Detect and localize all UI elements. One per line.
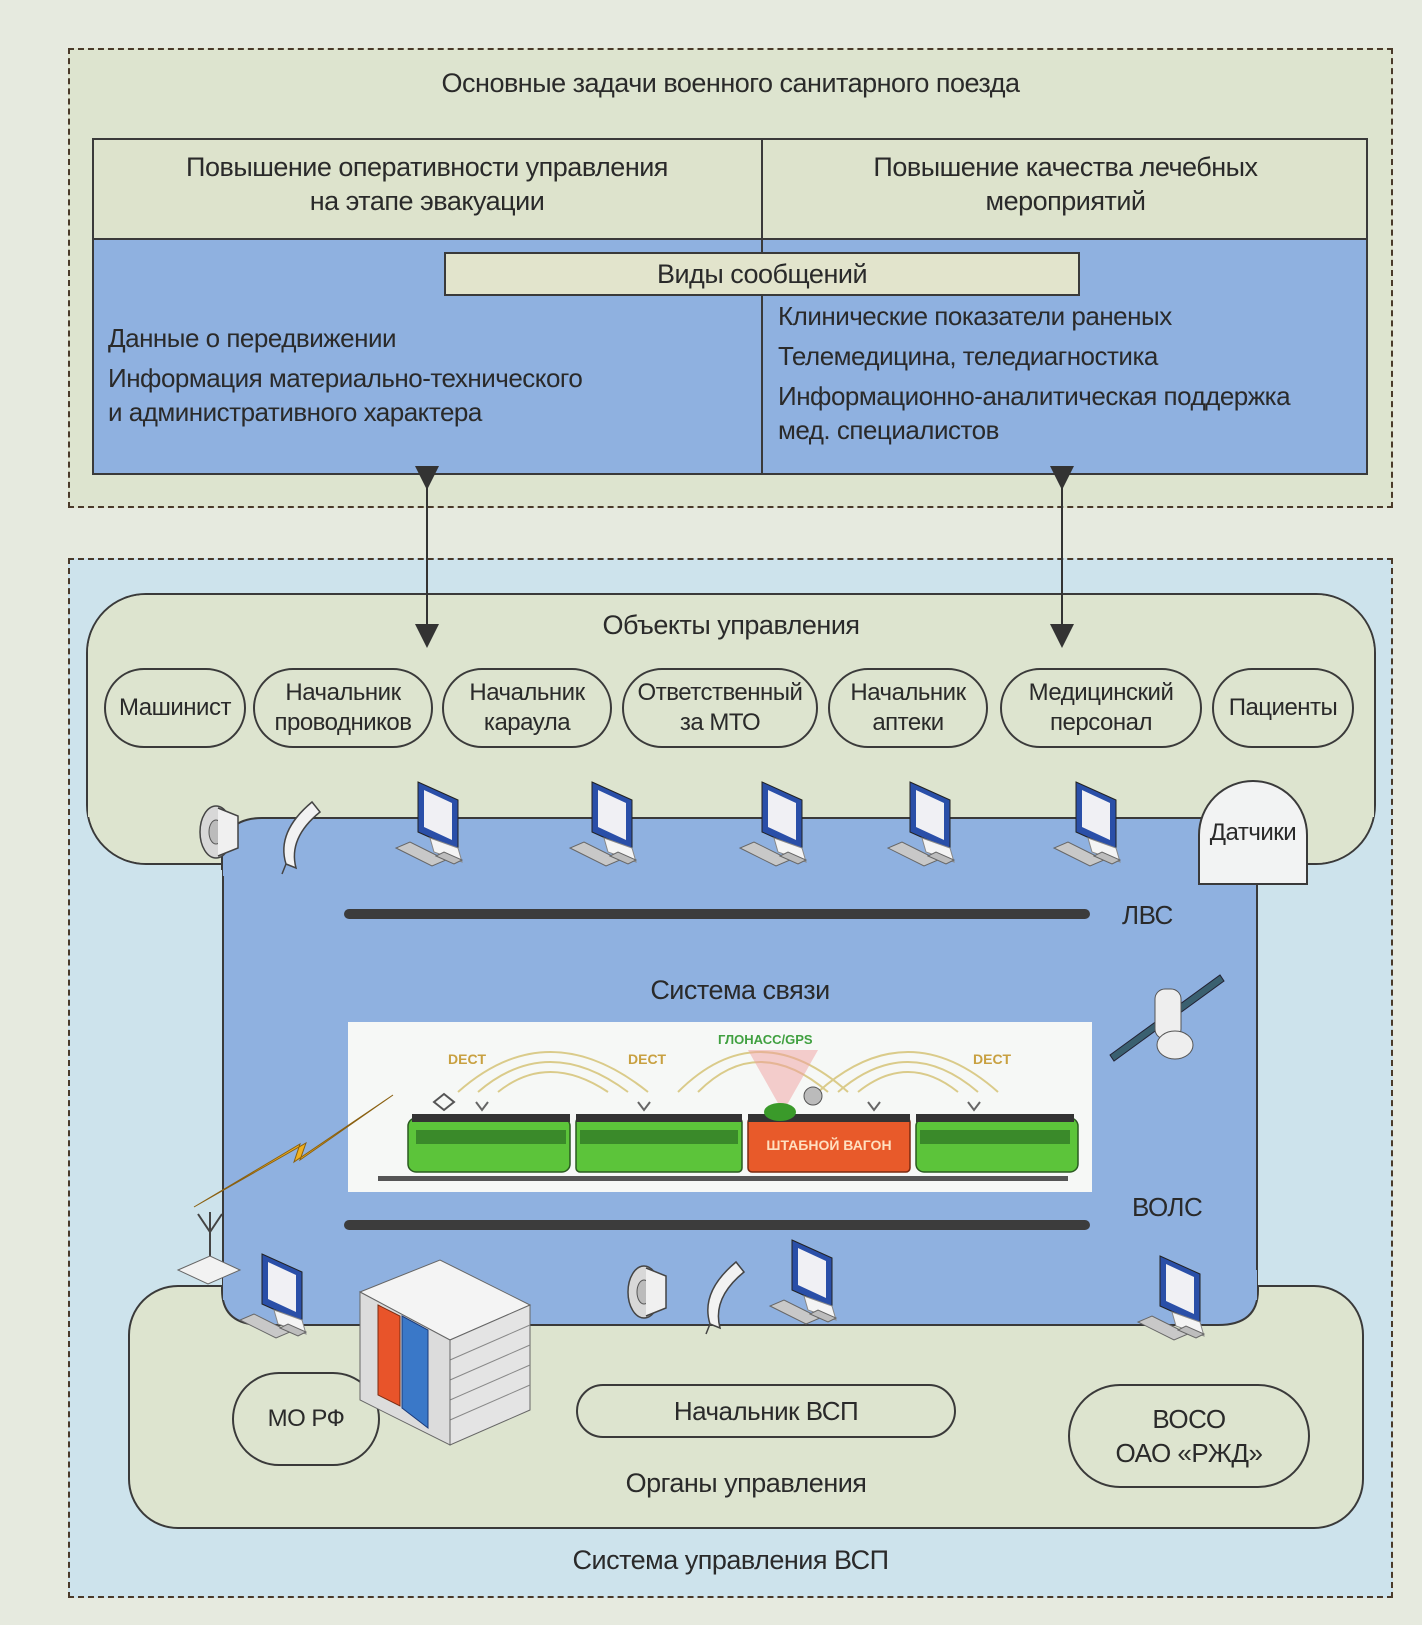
locomotive-car-icon — [867, 1101, 1079, 1173]
fiber-label: ВОЛС — [1132, 1192, 1203, 1222]
body-label: МО РФ — [267, 1405, 345, 1432]
object-head-of-pharmacy: Начальник аптеки — [828, 668, 988, 748]
task-treatment-quality: Повышение качества лечебных мероприятий — [763, 150, 1368, 218]
message-type-item: и административного характера — [108, 397, 482, 427]
sensors-box: Датчики — [1198, 780, 1308, 885]
object-label: Ответственный — [637, 679, 803, 706]
dect-label: DECT — [448, 1051, 487, 1067]
dect-label: DECT — [973, 1051, 1012, 1067]
body-head-of-train: Начальник ВСП — [576, 1384, 956, 1438]
task-line: на этапе эвакуации — [309, 186, 545, 216]
task-line: мероприятий — [985, 186, 1146, 216]
system-title: Система управления ВСП — [572, 1545, 889, 1575]
gnss-label: ГЛОНАСС/GPS — [718, 1032, 813, 1047]
tasks-row — [92, 138, 1368, 240]
object-label: Начальник — [469, 679, 585, 706]
message-type-item: Информация материально-технического — [108, 363, 583, 393]
message-type-item: Информационно-аналитическая поддержка — [778, 381, 1291, 411]
rail-track — [378, 1176, 1068, 1181]
object-label: проводников — [274, 709, 412, 736]
message-type-item: мед. специалистов — [778, 415, 999, 445]
body-ministry-of-defense: МО РФ — [232, 1372, 380, 1466]
control-objects-title: Объекты управления — [602, 610, 860, 640]
body-railway-military-communications: ВОСО ОАО «РЖД» — [1068, 1384, 1310, 1488]
object-label: караула — [483, 709, 571, 736]
object-label: персонал — [1050, 709, 1152, 736]
hq-car-icon: ШТАБНОЙ ВАГОН — [747, 1086, 911, 1173]
object-label: Начальник — [285, 679, 401, 706]
object-label: Медицинский — [1028, 679, 1174, 706]
lan-label: ЛВС — [1122, 900, 1173, 930]
tasks-title: Основные задачи военного санитарного пое… — [441, 68, 1020, 98]
train-svg: DECT DECT DECT ГЛОНАСС/GPS ШТАБНОЙ ВАГОН — [378, 1032, 1079, 1181]
body-label: ВОСО — [1152, 1404, 1226, 1434]
train-illustration: DECT DECT DECT ГЛОНАСС/GPS ШТАБНОЙ ВАГОН — [348, 1022, 1092, 1192]
task-line: Повышение качества лечебных — [873, 152, 1258, 182]
tasks-divider — [761, 138, 763, 475]
dect-signal-icon — [457, 1051, 999, 1093]
object-head-of-guard: Начальник караула — [442, 668, 612, 748]
body-label: ОАО «РЖД» — [1115, 1438, 1263, 1468]
locomotive-car-icon — [575, 1101, 743, 1173]
object-head-of-conductors: Начальник проводников — [253, 668, 433, 748]
dect-label: DECT — [628, 1051, 667, 1067]
control-bodies-title: Органы управления — [625, 1468, 867, 1498]
body-label: Начальник ВСП — [673, 1396, 859, 1426]
object-label: аптеки — [872, 709, 944, 736]
fiber-bus-line — [344, 1220, 1090, 1230]
object-label: Начальник — [850, 679, 966, 706]
object-logistics-officer: Ответственный за МТО — [622, 668, 818, 748]
object-medical-staff: Медицинский персонал — [1000, 668, 1202, 748]
object-label: за МТО — [679, 709, 761, 736]
task-line: Повышение оперативности управления — [186, 152, 668, 182]
communication-system-title: Система связи — [650, 975, 830, 1005]
message-type-item: Клинические показатели раненых — [778, 301, 1172, 331]
lan-bus-line — [344, 909, 1090, 919]
message-type-item: Данные о передвижении — [108, 323, 397, 353]
task-management-efficiency: Повышение оперативности управления на эт… — [92, 150, 762, 218]
object-patients: Пациенты — [1212, 668, 1354, 748]
object-label: Машинист — [119, 694, 231, 721]
locomotive-car-icon — [407, 1092, 571, 1173]
object-driver: Машинист — [104, 668, 246, 748]
object-label: Пациенты — [1228, 694, 1338, 721]
gnss-beam-icon — [748, 1050, 818, 1112]
message-type-item: Телемедицина, теледиагностика — [778, 341, 1158, 371]
message-types-header: Виды сообщений — [444, 252, 1080, 296]
hq-car-label: ШТАБНОЙ ВАГОН — [766, 1136, 891, 1153]
